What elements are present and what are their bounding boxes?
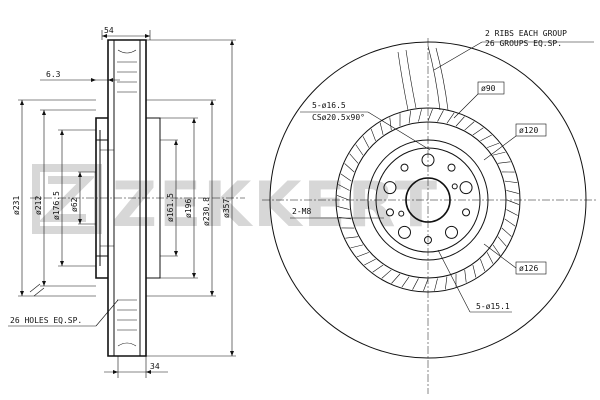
holes-note-label: 26 HOLES EQ.SP.	[10, 316, 82, 325]
vent-rib	[455, 116, 465, 127]
watermark-brand: ZEKKERT	[112, 168, 439, 241]
ribs-note-line1: 2 RIBS EACH GROUP	[485, 29, 567, 38]
vent-rib	[427, 109, 433, 122]
vent-rib	[370, 128, 376, 141]
thread-hole	[398, 210, 405, 217]
vent-rib	[412, 278, 419, 290]
thread-label: 2-M8	[292, 207, 311, 216]
small-hole	[462, 208, 471, 217]
dim-230-8-label: ø230.8	[202, 197, 211, 226]
countersink-label: CSø20.5x90°	[312, 113, 365, 122]
vent-rib	[381, 269, 392, 279]
dim-231-label: ø231	[12, 196, 21, 215]
vent-rib	[337, 195, 350, 201]
vent-rib	[480, 259, 486, 272]
dim-62-label: ø62	[70, 197, 79, 212]
dim-196-label: ø196	[184, 199, 193, 218]
vent-rib	[446, 112, 455, 124]
dim-hub-offset: 6.3	[40, 70, 120, 82]
vent-rib	[349, 153, 359, 164]
vent-rib	[364, 258, 376, 266]
vent-rib	[486, 252, 494, 264]
small-hole	[400, 163, 409, 172]
dim-357-label: ø357	[222, 199, 231, 218]
vent-rib	[464, 121, 475, 131]
small-hole	[447, 163, 456, 172]
vent-rib	[408, 110, 411, 124]
side-view: 54 6.3 ø231 ø212 ø176.5	[8, 26, 245, 378]
thread-hole	[451, 183, 458, 190]
dim-bottom-width: 34	[104, 356, 168, 378]
vent-rib	[472, 127, 484, 136]
vent-rib	[472, 264, 477, 278]
vent-rib	[492, 151, 506, 156]
vent-rib	[350, 244, 364, 249]
vent-rib	[340, 173, 352, 182]
vent-rib	[379, 122, 384, 136]
dim-161-5-label: ø161.5	[166, 193, 175, 222]
bolt-hole	[445, 225, 459, 239]
dim-left-diameters: ø231 ø212 ø176.5 ø62	[12, 99, 96, 297]
small-hole	[385, 208, 394, 217]
vent-rib	[487, 142, 500, 148]
vent-rib	[437, 110, 444, 122]
holes-note: 26 HOLES EQ.SP.	[8, 283, 119, 327]
vent-rib	[418, 109, 422, 122]
pcd-120-label: ø120	[519, 126, 538, 135]
vent-rib	[372, 264, 384, 273]
dim-right-diameters: ø161.5 ø196 ø230.8 ø357	[146, 39, 236, 357]
bolt-hole	[459, 181, 473, 195]
dim-6-3-label: 6.3	[46, 70, 61, 79]
small-holes-note: 5-ø15.1	[437, 249, 512, 313]
dim-54-label: 54	[104, 26, 114, 35]
vent-rib	[362, 136, 370, 148]
vent-rib	[501, 227, 512, 237]
watermark-logo-icon	[32, 164, 102, 234]
pcd-90-label: ø90	[481, 84, 496, 93]
pcd-120-callout: ø120	[483, 123, 547, 161]
bolt-hole	[397, 225, 411, 239]
pcd-126-label: ø126	[519, 264, 538, 273]
small-holes-label: 5-ø15.1	[476, 302, 510, 311]
vent-rib	[497, 236, 507, 247]
vent-rib	[434, 278, 438, 291]
vent-rib	[464, 269, 467, 283]
vent-rib	[492, 244, 501, 256]
vent-rib	[497, 161, 511, 164]
dim-212-label: ø212	[34, 196, 43, 215]
bolt-holes-label: 5-ø16.5	[312, 101, 346, 110]
vent-rib	[401, 276, 410, 288]
pcd-90-callout: ø90	[453, 81, 505, 119]
vent-rib	[504, 218, 516, 227]
bolt-hole	[383, 181, 397, 195]
vent-rib	[389, 117, 392, 131]
pcd-126-callout: ø126	[483, 243, 547, 275]
dim-176-5-label: ø176.5	[52, 191, 61, 220]
thread-note: 2-M8	[290, 207, 384, 219]
vent-rib	[480, 134, 492, 142]
watermark: ZEKKERT	[32, 164, 439, 241]
front-view: 2 RIBS EACH GROUP 26 GROUPS EQ.SP. 5-ø16…	[262, 29, 596, 394]
vent-rib	[391, 273, 401, 284]
bolt-holes-note: 5-ø16.5 CSø20.5x90°	[300, 101, 431, 151]
vent-rib	[344, 163, 355, 173]
vent-rib	[423, 278, 429, 291]
ribs-note: 2 RIBS EACH GROUP 26 GROUPS EQ.SP.	[433, 29, 594, 71]
vent-rib	[345, 236, 359, 239]
vent-rib	[504, 180, 518, 183]
vent-rib	[338, 184, 350, 191]
vent-rib	[355, 144, 364, 156]
vent-rib	[506, 190, 519, 194]
vent-ribs	[337, 109, 519, 291]
dim-top-width: 54	[101, 26, 151, 40]
vent-rib	[506, 199, 519, 205]
vent-rib	[506, 209, 518, 216]
dim-34-label: 34	[150, 362, 160, 371]
vent-rib	[337, 206, 350, 210]
vent-rib	[445, 276, 448, 290]
ribs-note-line2: 26 GROUPS EQ.SP.	[485, 39, 562, 48]
vent-rib	[356, 252, 369, 258]
